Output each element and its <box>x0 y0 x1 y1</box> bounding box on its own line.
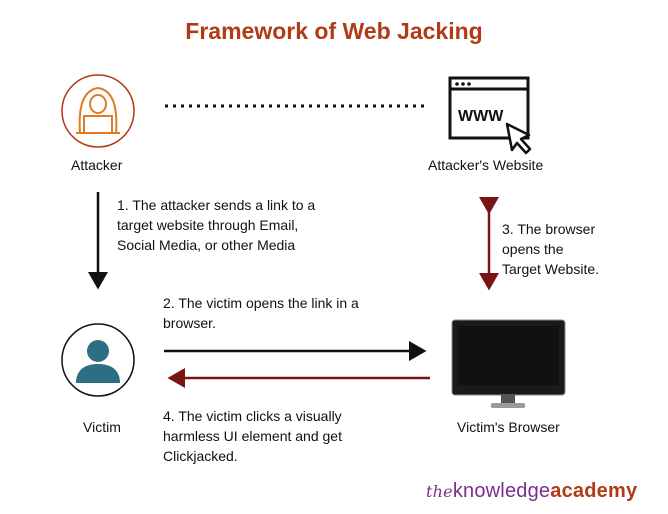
page-title: Framework of Web Jacking <box>185 18 483 44</box>
website-icon: WWW <box>448 76 532 155</box>
brand-logo: theknowledgeacademy <box>426 480 637 503</box>
step2-text: 2. The victim opens the link in a browse… <box>163 293 359 333</box>
brand-academy: academy <box>550 480 638 502</box>
step4-line2: harmless UI element and get <box>163 428 342 444</box>
step3-line1: 3. The browser <box>502 221 596 237</box>
monitor-icon <box>451 319 566 408</box>
step1-line2: target website through Email, <box>117 217 299 233</box>
website-icon-text: WWW <box>458 108 504 125</box>
step2-line2: browser. <box>163 315 216 331</box>
victim-label: Victim <box>83 419 121 435</box>
step1-line3: Social Media, or other Media <box>117 237 296 253</box>
step3-line2: opens the <box>502 241 564 257</box>
attacker-icon <box>61 74 135 148</box>
step3-text: 3. The browser opens the Target Website. <box>502 219 599 279</box>
brand-knowledge: knowledge <box>452 480 551 502</box>
attacker-label: Attacker <box>71 157 123 173</box>
victim-icon <box>61 323 135 397</box>
victims-browser-label: Victim's Browser <box>457 419 560 435</box>
step3-line3: Target Website. <box>502 261 600 277</box>
step1-text: 1. The attacker sends a link to a target… <box>117 195 315 255</box>
step4-line3: Clickjacked. <box>163 448 238 464</box>
attacker-website-label: Attacker's Website <box>428 157 544 173</box>
step4-line1: 4. The victim clicks a visually <box>163 408 342 424</box>
step4-text: 4. The victim clicks a visually harmless… <box>163 406 342 466</box>
brand-the: the <box>426 482 453 501</box>
step2-line1: 2. The victim opens the link in a <box>163 295 359 311</box>
step1-line1: 1. The attacker sends a link to a <box>117 197 316 213</box>
